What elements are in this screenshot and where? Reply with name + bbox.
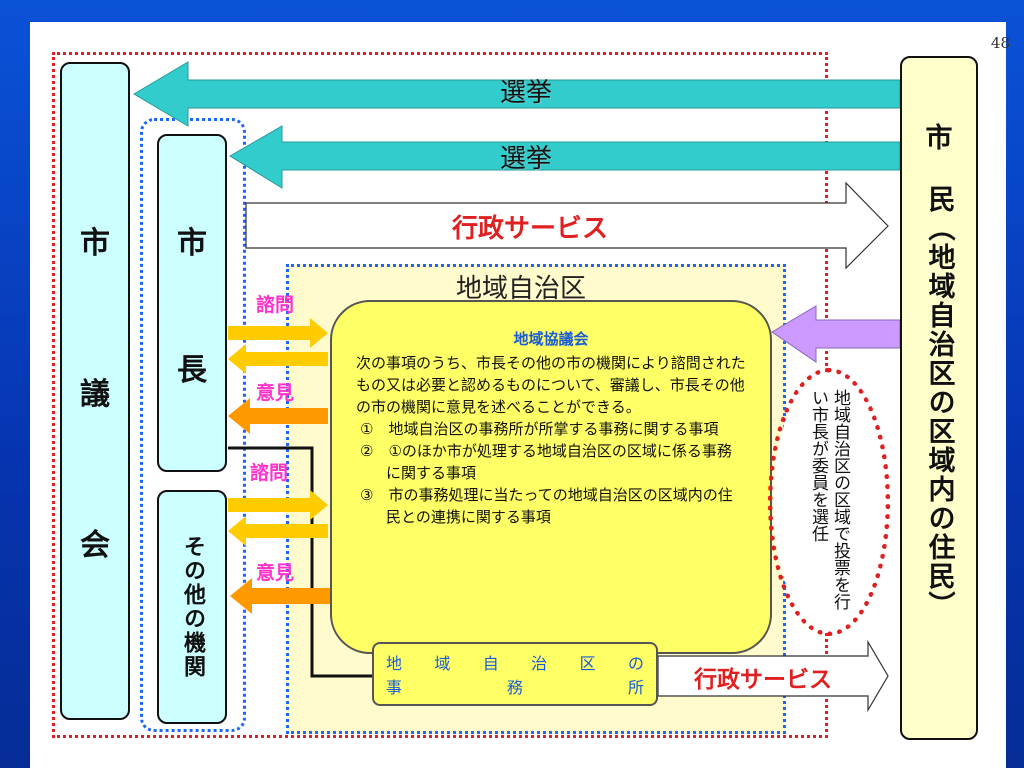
office-row-1: 地 域 自 治 区 の [386, 652, 644, 676]
election-label-mayor: 選挙 [500, 144, 553, 174]
citizens-first-char: 市 [925, 123, 953, 154]
opinion-label-1: 意見 [256, 382, 295, 404]
member-selection-oval: 地域自治区の区域で投票を行い市長が委員を選任 [768, 368, 890, 636]
office-row-2: 事 務 所 [386, 676, 644, 700]
regional-council-title: 地域協議会 [513, 330, 589, 348]
office-char: の [627, 654, 644, 673]
mayor-office-connector [228, 446, 372, 678]
mayor-char-2: 長 [177, 352, 207, 388]
service-arrow-top [245, 181, 889, 270]
council-char-3: 会 [80, 528, 110, 564]
admin-service-label-top: 行政サービス [452, 214, 609, 244]
consult-arrow-2 [228, 490, 328, 520]
election-arrow-mayor [229, 125, 901, 189]
office-char: 自 [482, 654, 499, 673]
office-char: 事 [386, 678, 403, 697]
opinion-arrow-1 [228, 398, 328, 434]
office-char: 域 [434, 654, 451, 673]
regional-council-body: 次の事項のうち、市長その他の市の機関により諮問されたもの又は必要と認めるものにつ… [356, 354, 746, 416]
council-char-2: 議 [80, 376, 110, 412]
opinion-arrow-2 [230, 578, 330, 614]
reply-arrow-1 [228, 344, 328, 374]
city-council-box: 市 議 会 [60, 62, 130, 720]
consult-label-1: 諮問 [256, 294, 295, 316]
member-selection-note: 地域自治区の区域で投票を行い市長が委員を選任 [808, 389, 850, 610]
election-label-council: 選挙 [500, 78, 553, 108]
member-selection-note-wrap: 地域自治区の区域で投票を行い市長が委員を選任 [773, 389, 885, 615]
office-char: 所 [627, 678, 644, 697]
regional-council-item-1: ① 地域自治区の事務所が所掌する事務に関する事項 [360, 420, 719, 438]
office-char: 地 [386, 654, 403, 673]
vote-arrow [771, 305, 901, 363]
reply-arrow-2 [228, 516, 328, 546]
admin-service-label-bottom: 行政サービス [694, 667, 832, 693]
mayor-char-1: 市 [177, 225, 207, 261]
consult-arrow-1 [228, 318, 328, 348]
office-char: 務 [506, 678, 523, 697]
opinion-label-2: 意見 [256, 562, 295, 584]
district-area-title: 地域自治区 [456, 274, 587, 304]
regional-council-box: 地域協議会 次の事項のうち、市長その他の市の機関により諮問されたもの又は必要と認… [330, 300, 772, 654]
citizens-box: 市 民︵地域自治区の区域内の住民︶ [900, 56, 978, 740]
service-arrow-bottom [657, 639, 889, 713]
council-char-1: 市 [80, 225, 110, 261]
other-bodies-label: その他の機関 [180, 535, 205, 679]
regional-council-item-2: ② ①のほか市が処理する地域自治区の区域に係る事務に関する事項 [360, 442, 732, 482]
citizens-label: 民︵地域自治区の区域内の住民︶ [923, 185, 955, 620]
other-bodies-box: その他の機関 [157, 490, 227, 724]
district-office-box: 地 域 自 治 区 の 事 務 所 [372, 642, 658, 706]
mayor-box: 市 長 [157, 134, 227, 472]
page-number: 48 [990, 34, 1010, 52]
office-char: 区 [579, 654, 596, 673]
consult-label-2: 諮問 [250, 462, 289, 484]
office-char: 治 [531, 654, 548, 673]
regional-council-item-3: ③ 市の事務処理に当たっての地域自治区の区域内の住民との連携に関する事項 [360, 486, 733, 526]
